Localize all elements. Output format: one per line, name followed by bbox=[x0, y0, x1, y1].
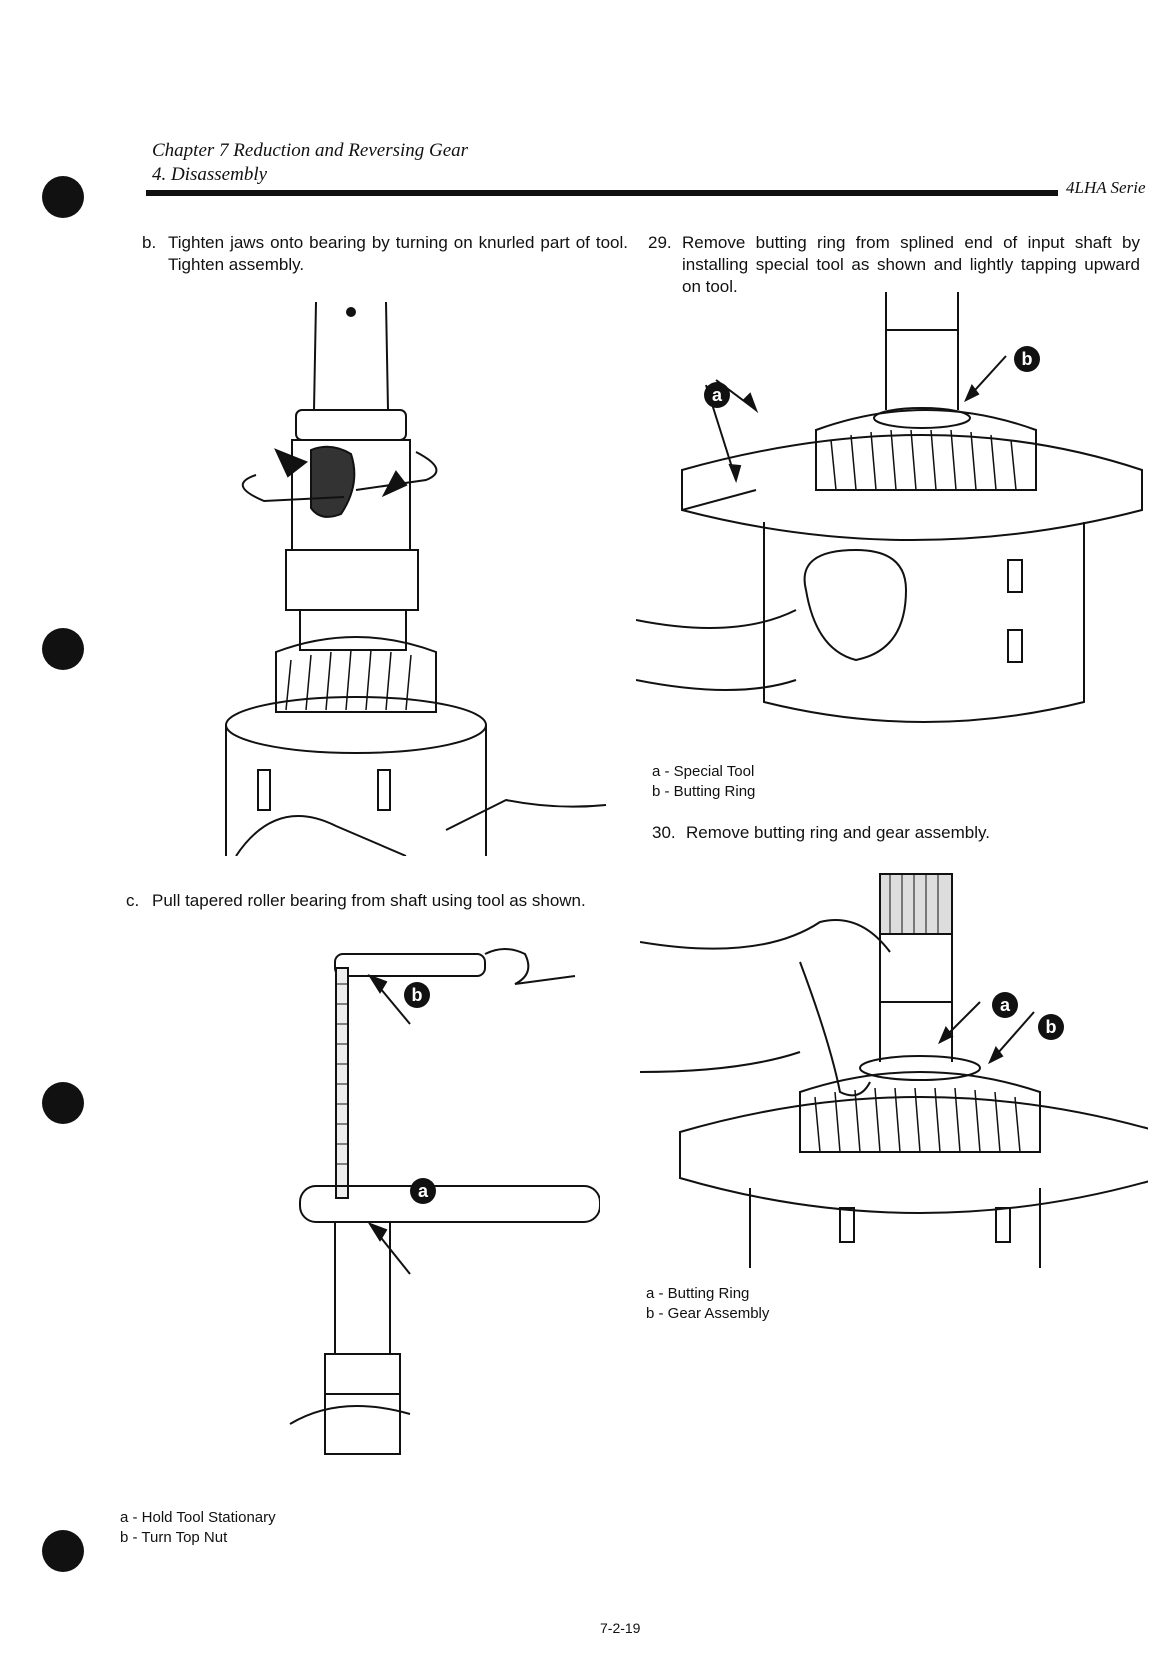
right-fig2-callout-a: a bbox=[992, 992, 1018, 1018]
left-fig2-callout-a: a bbox=[410, 1178, 436, 1204]
step-30-text: Remove butting ring and gear assembly. bbox=[686, 823, 990, 842]
step-29: 29. Remove butting ring from splined end… bbox=[648, 232, 1140, 298]
page-number: 7-2-19 bbox=[600, 1620, 641, 1636]
legend-item-b: b - Butting Ring bbox=[652, 783, 756, 800]
step-b-label: b. bbox=[142, 233, 157, 252]
left-fig2-callout-b: b bbox=[404, 982, 430, 1008]
right-fig1-callout-b: b bbox=[1014, 346, 1040, 372]
legend-item-b: b - Turn Top Nut bbox=[120, 1529, 228, 1546]
figure-tapered-bearing-removal bbox=[240, 924, 600, 1474]
legend-item-a: a - Butting Ring bbox=[646, 1285, 750, 1302]
binder-hole-1 bbox=[42, 176, 84, 218]
figure-butting-ring-gear-removal bbox=[640, 872, 1148, 1272]
right-fig1-legend: a - Special Tool b - Butting Ring bbox=[652, 762, 755, 802]
step-c: c. Pull tapered roller bearing from shaf… bbox=[126, 890, 626, 912]
step-30-label: 30. bbox=[652, 823, 676, 842]
step-c-label: c. bbox=[126, 891, 140, 910]
step-29-label: 29. bbox=[648, 233, 672, 252]
step-b-text: Tighten jaws onto bearing by turning on … bbox=[168, 233, 628, 274]
section-title: 4. Disassembly bbox=[152, 164, 268, 185]
series-label: 4LHA Serie bbox=[1066, 178, 1146, 197]
header-rule bbox=[146, 190, 1058, 196]
binder-hole-3 bbox=[42, 1082, 84, 1124]
figure-bearing-puller bbox=[196, 300, 616, 856]
right-fig2-callout-b: b bbox=[1038, 1014, 1064, 1040]
figure-special-tool-butting-ring bbox=[636, 290, 1148, 750]
step-c-text: Pull tapered roller bearing from shaft u… bbox=[152, 891, 586, 910]
right-fig2-legend: a - Butting Ring b - Gear Assembly bbox=[646, 1284, 769, 1324]
binder-hole-2 bbox=[42, 628, 84, 670]
binder-hole-4 bbox=[42, 1530, 84, 1572]
right-fig1-callout-a: a bbox=[704, 382, 730, 408]
legend-item-a: a - Hold Tool Stationary bbox=[120, 1509, 276, 1526]
legend-item-b: b - Gear Assembly bbox=[646, 1305, 770, 1322]
step-b: b. Tighten jaws onto bearing by turning … bbox=[142, 232, 628, 276]
step-29-text: Remove butting ring from splined end of … bbox=[682, 233, 1140, 296]
chapter-title: Chapter 7 Reduction and Reversing Gear bbox=[152, 140, 469, 161]
legend-item-a: a - Special Tool bbox=[652, 763, 755, 780]
left-fig2-legend: a - Hold Tool Stationary b - Turn Top Nu… bbox=[120, 1508, 276, 1548]
step-30: 30. Remove butting ring and gear assembl… bbox=[652, 822, 1140, 844]
